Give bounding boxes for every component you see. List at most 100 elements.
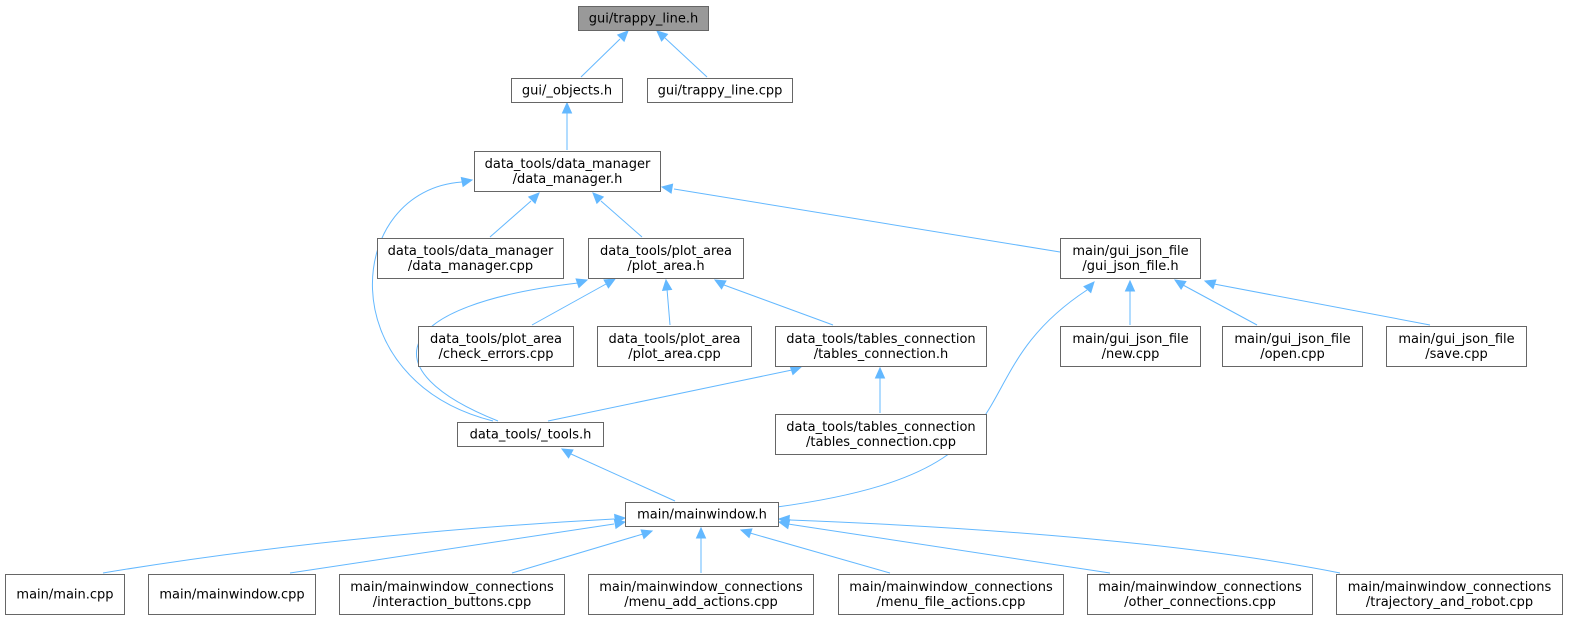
edge-line (787, 523, 1111, 574)
edge-line (511, 533, 644, 574)
node-n1[interactable]: gui/_objects.h (511, 78, 623, 103)
node-box (339, 574, 565, 615)
node-n13[interactable]: data_tools/_tools.h (457, 422, 604, 447)
node-n14[interactable]: data_tools/tables_connection/tables_conn… (775, 414, 987, 455)
node-label: main/mainwindow_connections (849, 580, 1053, 595)
edge-arrowhead (616, 30, 629, 43)
edge-arrowhead (874, 366, 886, 379)
edge-arrowhead (575, 278, 589, 289)
node-label: data_tools/plot_area (430, 332, 562, 347)
edge-n18-to-n15 (511, 529, 654, 574)
node-n17[interactable]: main/mainwindow.cpp (148, 574, 316, 615)
node-label: data_tools/plot_area (609, 332, 741, 347)
node-label: main/mainwindow_connections (1098, 580, 1302, 595)
edge-line (749, 532, 891, 574)
edge-n10-to-n6 (1124, 279, 1136, 325)
node-n16[interactable]: main/main.cpp (5, 574, 125, 615)
node-n9[interactable]: data_tools/tables_connection/tables_conn… (775, 326, 987, 367)
node-box (377, 238, 564, 279)
node-box (474, 151, 661, 192)
edge-line (1213, 283, 1431, 326)
node-n20[interactable]: main/mainwindow_connections/menu_file_ac… (838, 574, 1064, 615)
node-n18[interactable]: main/mainwindow_connections/interaction_… (339, 574, 565, 615)
node-n7[interactable]: data_tools/plot_area/check_errors.cpp (418, 326, 574, 367)
node-n22[interactable]: main/mainwindow_connections/trajectory_a… (1336, 574, 1563, 615)
node-n6[interactable]: main/gui_json_file/gui_json_file.h (1060, 238, 1201, 279)
node-box (5, 574, 125, 615)
edge-n6-to-n3 (660, 183, 1061, 253)
node-label: main/gui_json_file (1072, 332, 1188, 347)
edge-arrowhead (527, 192, 540, 205)
edge-arrowhead (713, 279, 727, 290)
edge-line (547, 369, 793, 422)
node-label: /tables_connection.h (814, 347, 949, 362)
node-label: /open.cpp (1260, 347, 1325, 362)
node-n10[interactable]: main/gui_json_file/new.cpp (1060, 326, 1201, 367)
node-n2[interactable]: gui/trappy_line.cpp (647, 78, 793, 103)
edge-line (666, 288, 671, 326)
node-n21[interactable]: main/mainwindow_connections/other_connec… (1087, 574, 1313, 615)
edge-arrowhead (613, 518, 627, 530)
edge-line (600, 200, 643, 238)
node-label: /tables_connection.cpp (806, 435, 956, 450)
edge-line (372, 181, 494, 422)
edge-n4-to-n3 (489, 192, 540, 238)
node-box (1386, 326, 1527, 367)
edge-n15-to-n6 (776, 281, 1095, 508)
node-label: main/mainwindow.h (637, 508, 767, 523)
node-box (625, 502, 779, 527)
edge-line (489, 200, 532, 238)
edge-arrowhead (592, 192, 605, 205)
edge-line (570, 453, 676, 502)
node-label: gui/trappy_line.cpp (658, 84, 783, 99)
node-label: /check_errors.cpp (439, 347, 554, 362)
node-box (597, 326, 752, 367)
node-n8[interactable]: data_tools/plot_area/plot_area.cpp (597, 326, 752, 367)
edge-n1-to-n0 (580, 30, 629, 78)
node-box (511, 78, 623, 103)
edge-n19-to-n15 (695, 526, 707, 573)
node-n5[interactable]: data_tools/plot_area/plot_area.h (588, 238, 744, 279)
node-n15[interactable]: main/mainwindow.h (625, 502, 779, 527)
node-n3[interactable]: data_tools/data_manager/data_manager.h (474, 151, 661, 192)
edge-n12-to-n6 (1203, 279, 1431, 326)
node-label: main/mainwindow_connections (1348, 580, 1552, 595)
node-n0: gui/trappy_line.h (578, 6, 709, 31)
node-label: /other_connections.cpp (1124, 595, 1276, 610)
node-n11[interactable]: main/gui_json_file/open.cpp (1222, 326, 1363, 367)
node-box (1060, 326, 1201, 367)
node-box (838, 574, 1064, 615)
node-n19[interactable]: main/mainwindow_connections/menu_add_act… (588, 574, 814, 615)
edge-arrowhead (1083, 281, 1095, 294)
node-label: /plot_area.cpp (628, 347, 721, 362)
node-n4[interactable]: data_tools/data_manager/data_manager.cpp (377, 238, 564, 279)
node-box (148, 574, 316, 615)
node-label: gui/_objects.h (522, 84, 612, 99)
node-n12[interactable]: main/gui_json_file/save.cpp (1386, 326, 1527, 367)
edge-line (1182, 284, 1258, 326)
node-label: /trajectory_and_robot.cpp (1366, 595, 1533, 610)
edge-arrowhead (1173, 279, 1187, 291)
node-label: main/mainwindow.cpp (159, 588, 304, 603)
node-label: main/main.cpp (16, 588, 113, 603)
node-label: main/mainwindow_connections (599, 580, 803, 595)
node-box (1060, 238, 1201, 279)
node-box (1087, 574, 1313, 615)
edge-n8-to-n5 (661, 278, 673, 326)
node-label: /data_manager.cpp (408, 259, 533, 274)
node-box (775, 326, 987, 367)
node-box (588, 574, 814, 615)
edge-line (531, 283, 607, 326)
node-label: data_tools/data_manager (388, 244, 554, 259)
edge-arrowhead (603, 278, 617, 289)
node-box (1336, 574, 1563, 615)
edge-arrowhead (695, 526, 707, 539)
edge-n5-to-n3 (592, 192, 643, 238)
node-box (578, 6, 709, 31)
edge-n15-to-n13 (560, 448, 676, 502)
edge-n2-to-n0 (656, 30, 708, 78)
edge-n7-to-n5 (531, 278, 617, 326)
edge-n13-to-n3 (372, 176, 494, 422)
node-label: /interaction_buttons.cpp (373, 595, 532, 610)
